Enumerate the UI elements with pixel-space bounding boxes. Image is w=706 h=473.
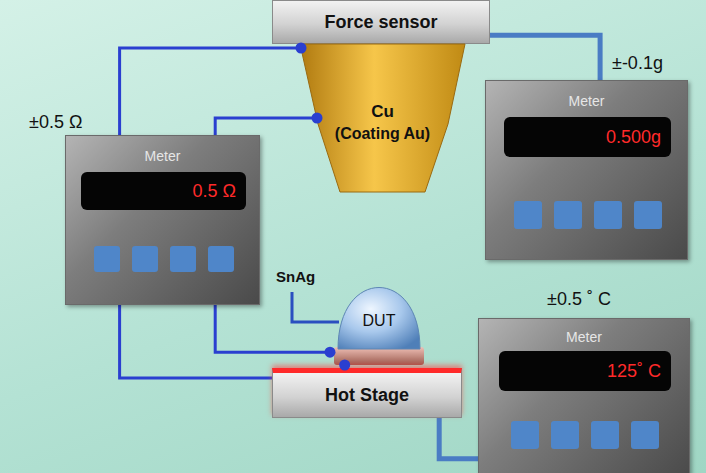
leader-line: [292, 292, 339, 322]
tolerance-label: ±-0.1g: [612, 53, 663, 74]
meter-button: [170, 246, 196, 272]
meter-button: [94, 246, 120, 272]
dut-pad: [334, 347, 424, 365]
wire: [490, 35, 600, 80]
wire: [215, 118, 317, 135]
meter-button: [208, 246, 234, 272]
tolerance-label: ±0.5 Ω: [29, 112, 82, 133]
contact-dot: [325, 347, 336, 358]
tolerance-label: ±0.5 ˚ C: [547, 289, 611, 310]
wire: [439, 418, 478, 459]
meter-button: [551, 421, 579, 449]
wire: [120, 48, 301, 135]
probe-label: Cu: [371, 101, 394, 123]
solder-ball: [338, 288, 420, 350]
wire: [215, 305, 330, 352]
temperature-meter: ±0.5 ˚ CMeter125˚ C: [478, 318, 690, 473]
probe-label: (Coating Au): [335, 123, 430, 145]
meter-display: 0.500g: [504, 117, 671, 157]
meter-button: [634, 201, 662, 229]
contact-dot: [311, 113, 322, 124]
meter-button: [514, 201, 542, 229]
box-label: Force sensor: [314, 12, 447, 33]
meter-reading: 125˚ C: [607, 361, 661, 382]
meter-button: [631, 421, 659, 449]
meter-reading: 0.500g: [606, 127, 661, 148]
meter-button: [594, 201, 622, 229]
sensor-box: Force sensor: [272, 0, 490, 44]
dut-label: DUT: [363, 312, 396, 330]
meter-display: 125˚ C: [499, 351, 671, 391]
dut-text: DUT: [330, 285, 428, 365]
meter-display: 0.5 Ω: [81, 172, 246, 210]
meter-button: [511, 421, 539, 449]
contact-dot: [339, 360, 350, 371]
resistance-meter: ±0.5 ΩMeter0.5 Ω: [65, 135, 260, 305]
meter-button: [554, 201, 582, 229]
contact-dot: [295, 42, 306, 53]
meter-label: Meter: [479, 329, 689, 345]
force-meter: ±-0.1gMeter0.500g: [485, 80, 688, 260]
meter-label: Meter: [486, 93, 687, 109]
probe-tip: Cu(Coating Au): [300, 44, 465, 192]
dut-dome: DUT: [330, 285, 428, 365]
meter-button: [591, 421, 619, 449]
part-label: SnAg: [276, 268, 315, 285]
hot-stage: Hot Stage: [272, 368, 462, 418]
meter-reading: 0.5 Ω: [193, 181, 236, 202]
meter-button: [132, 246, 158, 272]
box-label: Hot Stage: [315, 385, 419, 406]
meter-label: Meter: [66, 148, 259, 164]
probe-text: Cu(Coating Au): [300, 44, 465, 192]
probe-outline: [300, 44, 465, 192]
